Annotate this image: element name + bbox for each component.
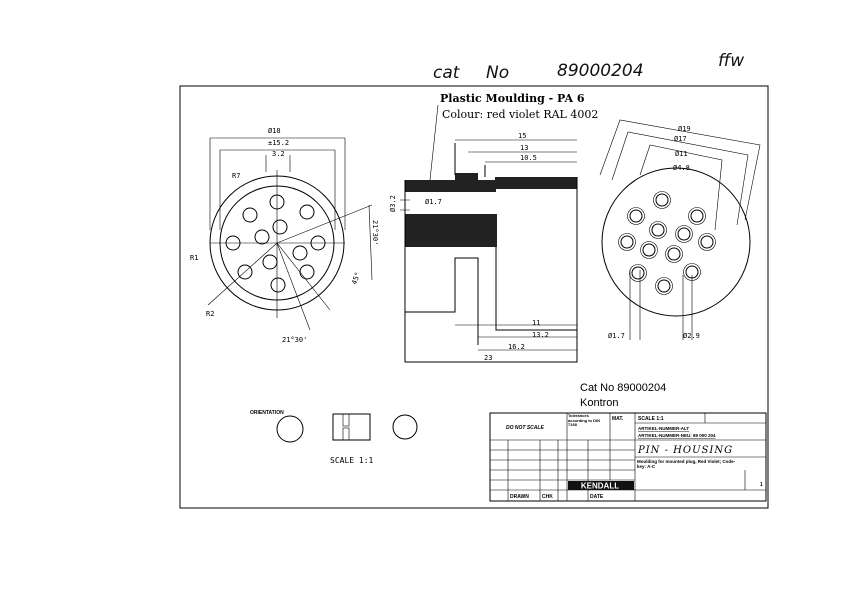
dim: Ø19: [678, 125, 691, 133]
pin-hole: [667, 247, 681, 261]
tolerance-note: Tolerances according to DIN 7168: [568, 414, 601, 428]
drawing-description: Moulding for mounted plug, Red Violet; C…: [637, 459, 736, 470]
dim: R7: [232, 172, 240, 180]
material-cell: MAT.: [612, 416, 624, 422]
dim: 13: [520, 144, 528, 152]
dim: 15: [518, 132, 526, 140]
dim: Ø1.7: [425, 198, 442, 206]
dim: Ø11: [675, 150, 688, 158]
pin-hole: [665, 245, 683, 263]
pin-hole: [225, 235, 241, 251]
checked-cell: CHK: [542, 494, 553, 500]
handwritten-no: No: [486, 63, 509, 83]
pin-hole: [299, 204, 315, 220]
pin-hole: [299, 264, 315, 280]
colour-line: Colour: red violet RAL 4002: [442, 108, 598, 121]
title-block: KENDALL DO NOT SCALE Tolerances accordin…: [489, 412, 767, 502]
material-line: Plastic Moulding - PA 6: [440, 92, 585, 105]
pin-hole: [631, 266, 645, 280]
pin-hole: [310, 235, 326, 251]
dim: 3.2: [272, 150, 285, 158]
pin-hole: [675, 225, 693, 243]
dim: Ø1.7: [608, 332, 625, 340]
dim: 23: [484, 354, 492, 362]
pin-hole: [254, 229, 270, 245]
dim: 21°30': [282, 336, 307, 344]
pin-hole: [269, 194, 285, 210]
leader-line: [429, 104, 439, 181]
dim: R1: [190, 254, 198, 262]
pin-hole: [627, 207, 645, 225]
dim: 10.5: [520, 154, 537, 162]
kendall-logo: KENDALL: [581, 482, 619, 491]
pin-hole: [620, 235, 634, 249]
scale-label: SCALE 1:1: [330, 456, 374, 465]
dim: R2: [206, 310, 214, 318]
stamp-cat-no: Cat No 89000204: [580, 382, 666, 394]
pin-hole: [698, 233, 716, 251]
pin-hole: [262, 254, 278, 270]
pin-hole: [657, 279, 671, 293]
pin-hole: [237, 264, 253, 280]
dim: 11: [532, 319, 540, 327]
dim: Ø17: [674, 135, 687, 143]
sheet-cell: 1: [760, 482, 763, 488]
drawing-frame: [179, 85, 769, 509]
small-views: ORIENTATION SCALE 1:1: [250, 410, 418, 465]
stamp-company: Kontron: [580, 397, 619, 409]
dim: Ø2.9: [683, 332, 700, 340]
pin-hole: [655, 193, 669, 207]
pin-hole: [649, 221, 667, 239]
pin-hole: [651, 223, 665, 237]
pin-hole: [700, 235, 714, 249]
date-cell: DATE: [590, 494, 604, 500]
pin-hole: [292, 245, 308, 261]
scale-cell: SCALE 1:1: [638, 416, 664, 422]
article-no-new: ARTIKEL-NUMMER-NEU: 89 000 204: [638, 433, 716, 438]
front-view: Ø18 ±15.2 3.2 R7 R1 R2 21°30' 45° 21°30': [190, 127, 379, 344]
pin-hole: [685, 265, 699, 279]
pin-hole: [688, 207, 706, 225]
dim: Ø3.2: [389, 195, 397, 212]
pin-hole: [690, 209, 704, 223]
pin-hole: [272, 219, 288, 235]
handwritten-initials: ffw: [718, 51, 744, 71]
drawing-title: PIN - HOUSING: [637, 445, 733, 456]
orientation-label: ORIENTATION: [250, 410, 284, 416]
dim: 21°30': [371, 220, 379, 245]
handwritten-cat: cat: [433, 63, 461, 83]
dim: ±15.2: [268, 139, 289, 147]
dim: Ø18: [268, 127, 281, 135]
dim: 16.2: [508, 343, 525, 351]
pin-hole: [629, 264, 647, 282]
section-view: 15 13 10.5 Ø1.7 Ø3.2 11 13.2 16.2 23: [389, 132, 578, 363]
dim: 13.2: [532, 331, 549, 339]
pin-hole: [655, 277, 673, 295]
pin-hole: [653, 191, 671, 209]
pin-hole: [618, 233, 636, 251]
handwritten-number: 89000204: [557, 61, 644, 81]
pin-hole: [677, 227, 691, 241]
rear-view: Ø19 Ø17 Ø11 Ø4.8 Ø1.7 Ø2.9: [599, 119, 761, 340]
dim: 45°: [350, 271, 362, 286]
drawn-cell: DRAWN: [510, 494, 529, 500]
pin-hole: [640, 241, 658, 259]
pin-hole: [629, 209, 643, 223]
article-no-old: ARTIKEL-NUMMER-ALT: [638, 426, 689, 431]
dim: Ø4.8: [673, 164, 690, 172]
pin-hole: [242, 207, 258, 223]
do-not-scale: DO NOT SCALE: [506, 425, 544, 431]
pin-hole: [270, 277, 286, 293]
pin-hole: [642, 243, 656, 257]
pin-hole: [683, 263, 701, 281]
